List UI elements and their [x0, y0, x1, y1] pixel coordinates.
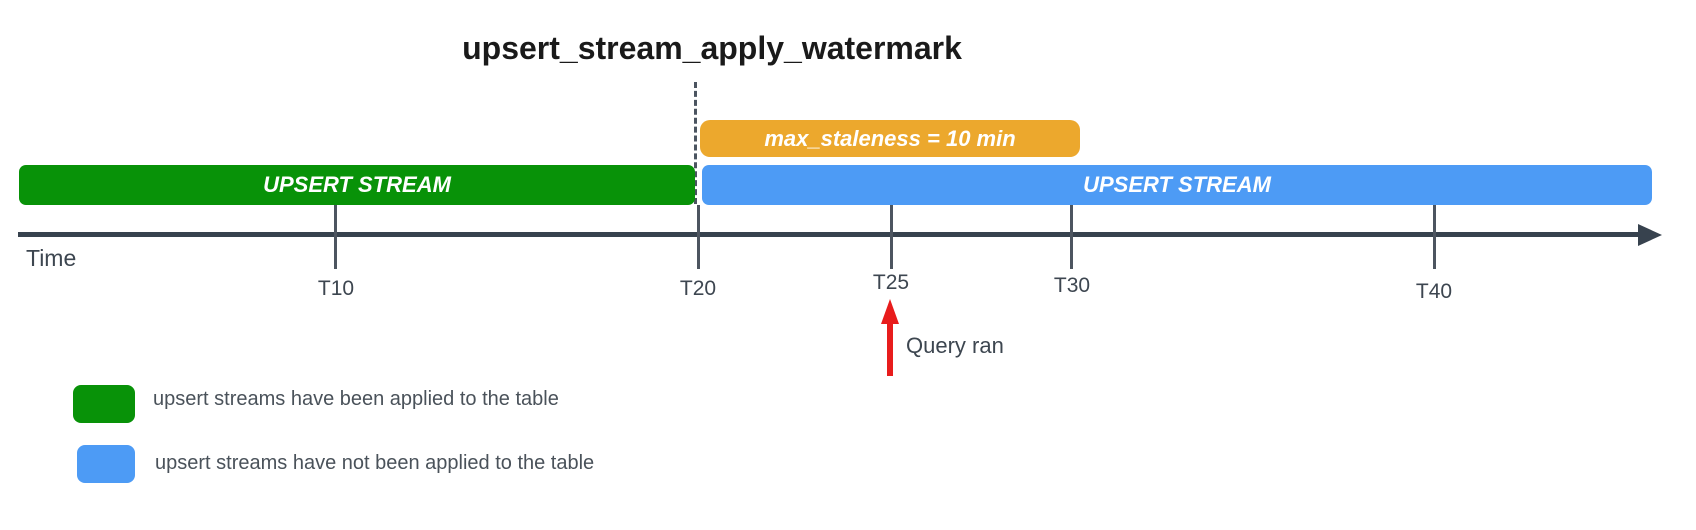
time-axis-line: [18, 232, 1640, 237]
staleness-bar-label: max_staleness = 10 min: [764, 126, 1016, 151]
tick-t30: [1070, 205, 1073, 269]
query-ran-label: Query ran: [906, 333, 1004, 358]
legend-label-applied: upsert streams have been applied to the …: [153, 388, 559, 410]
legend-swatch-applied: [73, 385, 135, 423]
query-arrow-shaft: [887, 321, 893, 376]
pending-upsert-stream-label: UPSERT STREAM: [1083, 172, 1271, 197]
tick-t10: [334, 205, 337, 269]
legend-label-pending: upsert streams have not been applied to …: [155, 452, 595, 474]
query-arrow-up-icon: [881, 299, 899, 324]
tick-t20: [697, 205, 700, 269]
tick-label-t25: T25: [872, 271, 910, 294]
tick-t25: [890, 205, 893, 269]
axis-arrowhead-right-icon: [1638, 223, 1662, 246]
legend-swatch-pending: [77, 445, 135, 483]
tick-label-t20: T20: [679, 277, 717, 300]
time-axis-label: Time: [26, 245, 77, 271]
tick-label-t10: T10: [317, 277, 355, 300]
diagram-title: upsert_stream_apply_watermark: [462, 30, 962, 66]
pending-upsert-stream-bar: UPSERT STREAM: [702, 165, 1652, 205]
tick-label-t30: T30: [1053, 274, 1091, 297]
applied-upsert-stream-bar: UPSERT STREAM: [19, 165, 695, 205]
staleness-bar: max_staleness = 10 min: [700, 120, 1080, 157]
tick-t40: [1433, 205, 1436, 269]
tick-label-t40: T40: [1415, 280, 1453, 303]
watermark-dashed-line: [694, 82, 697, 204]
applied-upsert-stream-label: UPSERT STREAM: [263, 172, 451, 197]
